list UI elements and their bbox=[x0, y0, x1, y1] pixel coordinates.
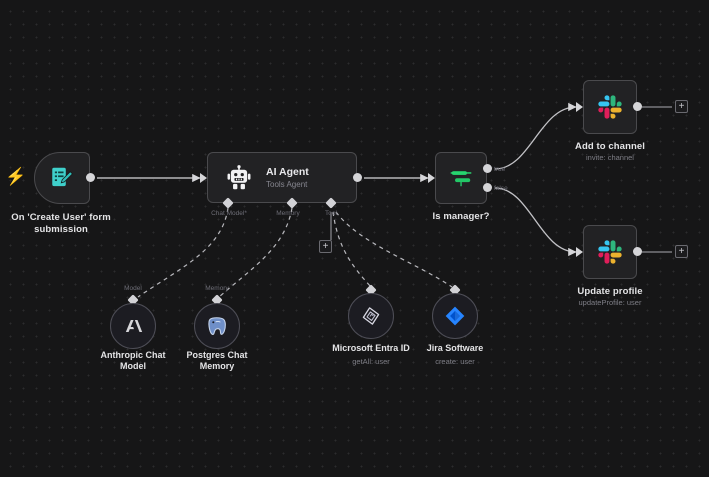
node-slack-add-subtitle: invite: channel bbox=[586, 153, 634, 162]
node-is-manager-label: Is manager? bbox=[432, 211, 490, 222]
postgres-elephant-icon bbox=[208, 317, 226, 336]
node-slack-add-label: Add to channel bbox=[574, 141, 645, 152]
node-form-trigger[interactable] bbox=[34, 152, 90, 204]
node-jira-label: Jira Software bbox=[426, 343, 484, 353]
node-is-manager[interactable] bbox=[435, 152, 487, 204]
if-output-true-port[interactable] bbox=[483, 164, 492, 173]
agent-tool-label: Tool bbox=[325, 210, 337, 217]
node-jira-subtitle: create: user bbox=[435, 357, 475, 366]
form-pencil-icon bbox=[52, 167, 73, 187]
filter-switch-icon bbox=[450, 171, 472, 187]
edge-agent-to-entra bbox=[332, 211, 372, 288]
agent-output-port[interactable] bbox=[353, 173, 362, 182]
robot-icon bbox=[227, 164, 251, 189]
node-slack-update-profile[interactable] bbox=[583, 225, 637, 279]
anthropic-icon bbox=[125, 319, 143, 332]
microsoft-entra-id-icon bbox=[362, 307, 380, 325]
add-node-after-slack-add-button[interactable]: + bbox=[675, 100, 688, 113]
edge-agent-to-anthropic bbox=[137, 207, 229, 298]
agent-input-arrow bbox=[200, 173, 207, 183]
node-postgres-chat-memory[interactable] bbox=[194, 303, 240, 349]
if-input-arrow bbox=[428, 173, 435, 183]
agent-chat-model-label: Chat Model* bbox=[211, 210, 247, 217]
if-output-true-label: true bbox=[494, 166, 506, 173]
agent-memory-label: Memory bbox=[276, 210, 300, 217]
if-output-false-port[interactable] bbox=[483, 183, 492, 192]
node-ai-agent[interactable]: AI Agent Tools Agent bbox=[207, 152, 357, 203]
trigger-output-port[interactable] bbox=[86, 173, 95, 182]
slack-icon bbox=[598, 240, 622, 264]
jira-icon bbox=[445, 306, 465, 326]
add-node-after-slack-update-button[interactable]: + bbox=[675, 245, 688, 258]
slack-add-output-port[interactable] bbox=[633, 102, 642, 111]
node-entra-subtitle: getAll: user bbox=[352, 357, 390, 366]
slack-update-output-port[interactable] bbox=[633, 247, 642, 256]
ai-agent-title: AI Agent bbox=[266, 166, 309, 178]
if-output-false-label: false bbox=[494, 185, 508, 192]
ai-agent-subtitle: Tools Agent bbox=[266, 180, 308, 189]
node-microsoft-entra-id[interactable] bbox=[348, 293, 394, 339]
anthropic-connector-label: Model bbox=[124, 285, 142, 292]
add-tool-button[interactable]: + bbox=[319, 240, 332, 253]
postgres-connector-label: Memory bbox=[205, 285, 229, 292]
node-entra-label: Microsoft Entra ID bbox=[332, 343, 410, 353]
node-slack-update-label: Update profile bbox=[577, 286, 643, 297]
node-anthropic-chat-model[interactable] bbox=[110, 303, 156, 349]
lightning-bolt-icon: ⚡ bbox=[5, 167, 27, 186]
edge-agent-to-jira bbox=[335, 211, 453, 288]
edge-agent-to-postgres bbox=[218, 207, 293, 298]
slack-update-input-arrow bbox=[576, 247, 583, 257]
slack-icon bbox=[598, 95, 622, 119]
node-jira-software[interactable] bbox=[432, 293, 478, 339]
node-slack-update-subtitle: updateProfile: user bbox=[578, 298, 642, 307]
node-slack-add-to-channel[interactable] bbox=[583, 80, 637, 134]
slack-add-input-arrow bbox=[576, 102, 583, 112]
